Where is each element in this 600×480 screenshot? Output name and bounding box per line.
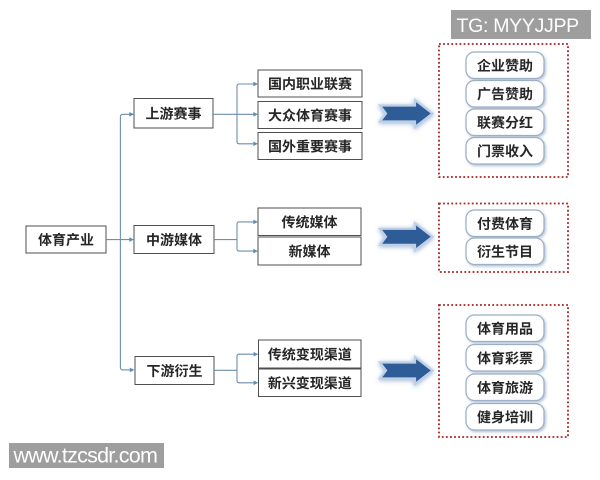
svg-text:TG: MYYJJPP: TG: MYYJJPP	[457, 15, 579, 37]
svg-text:www.tzcsdr.com: www.tzcsdr.com	[13, 444, 158, 468]
